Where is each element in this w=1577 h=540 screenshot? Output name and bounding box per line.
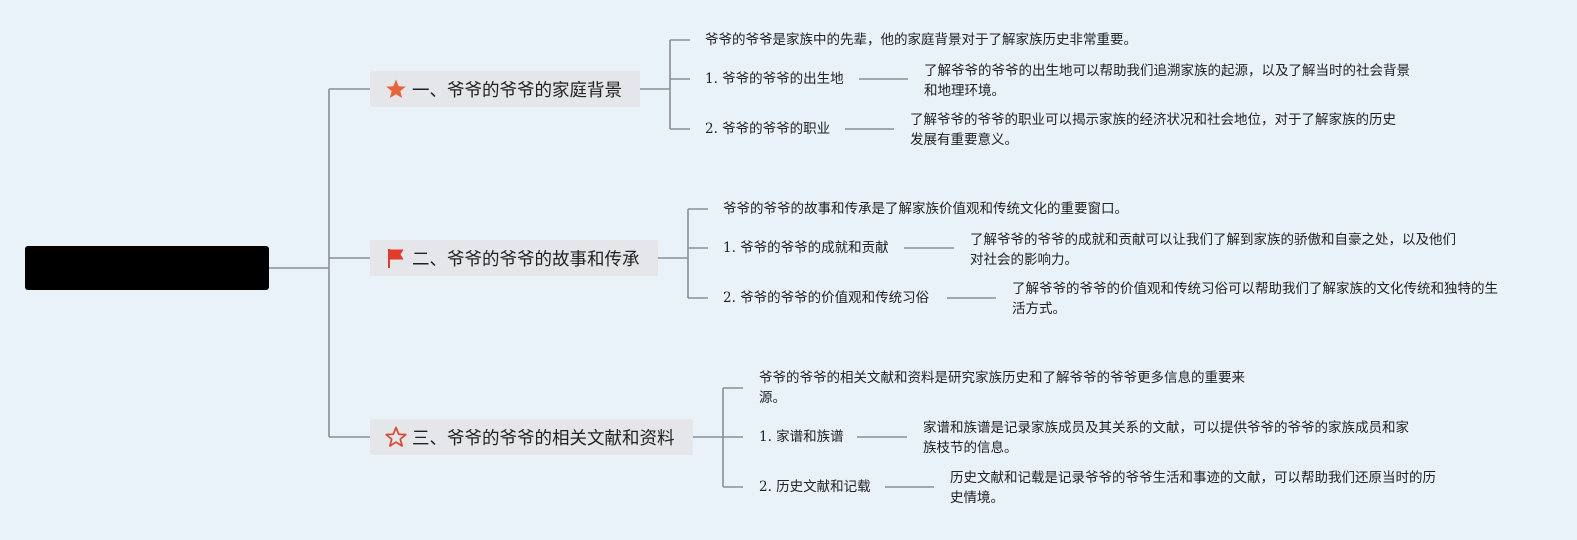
flag-icon bbox=[384, 246, 408, 270]
root-node[interactable] bbox=[25, 246, 269, 290]
detail-text: 了解爷爷的爷爷的职业可以揭示家族的经济状况和社会地位，对于了解家族的历史发展有重… bbox=[910, 112, 1396, 148]
main-topic-label: 一、爷爷的爷爷的家庭背景 bbox=[412, 80, 622, 101]
subtopic-genealogy[interactable]: 1. 家谱和族谱 bbox=[759, 429, 844, 445]
summary-text: 爷爷的爷爷是家族中的先辈，他的家庭背景对于了解家族历史非常重要。 bbox=[705, 32, 1137, 48]
detail-text: 家谱和族谱是记录家族成员及其关系的文献，可以提供爷爷的爷爷的家族成员和家族枝节的… bbox=[923, 420, 1409, 456]
star-outline-icon bbox=[384, 425, 408, 449]
main-topic-label: 二、爷爷的爷爷的故事和传承 bbox=[412, 249, 640, 270]
subtopic-occupation[interactable]: 2. 爷爷的爷爷的职业 bbox=[705, 121, 831, 137]
main-topic-family-background[interactable]: 一、爷爷的爷爷的家庭背景 bbox=[370, 71, 640, 107]
main-topic-stories-heritage[interactable]: 二、爷爷的爷爷的故事和传承 bbox=[370, 240, 658, 276]
detail-text: 了解爷爷的爷爷的成就和贡献可以让我们了解到家族的骄傲和自豪之处，以及他们对社会的… bbox=[970, 232, 1456, 268]
summary-text: 爷爷的爷爷的相关文献和资料是研究家族历史和了解爷爷的爷爷更多信息的重要来源。 bbox=[759, 370, 1245, 406]
main-topic-label: 三、爷爷的爷爷的相关文献和资料 bbox=[412, 428, 675, 449]
detail-text: 历史文献和记载是记录爷爷的爷爷生活和事迹的文献，可以帮助我们还原当时的历史情境。 bbox=[950, 470, 1436, 506]
subtopic-achievements[interactable]: 1. 爷爷的爷爷的成就和贡献 bbox=[723, 240, 889, 256]
subtopic-historical-records[interactable]: 2. 历史文献和记载 bbox=[759, 479, 871, 495]
detail-text: 了解爷爷的爷爷的价值观和传统习俗可以帮助我们了解家族的文化传统和独特的生活方式。 bbox=[1012, 281, 1498, 317]
subtopic-values-customs[interactable]: 2. 爷爷的爷爷的价值观和传统习俗 bbox=[723, 290, 930, 306]
subtopic-birthplace[interactable]: 1. 爷爷的爷爷的出生地 bbox=[705, 71, 844, 87]
summary-text: 爷爷的爷爷的故事和传承是了解家族价值观和传统文化的重要窗口。 bbox=[723, 201, 1128, 217]
main-topic-documents[interactable]: 三、爷爷的爷爷的相关文献和资料 bbox=[370, 419, 693, 455]
detail-text: 了解爷爷的爷爷的出生地可以帮助我们追溯家族的起源，以及了解当时的社会背景和地理环… bbox=[924, 63, 1410, 99]
star-filled-icon bbox=[384, 77, 408, 101]
